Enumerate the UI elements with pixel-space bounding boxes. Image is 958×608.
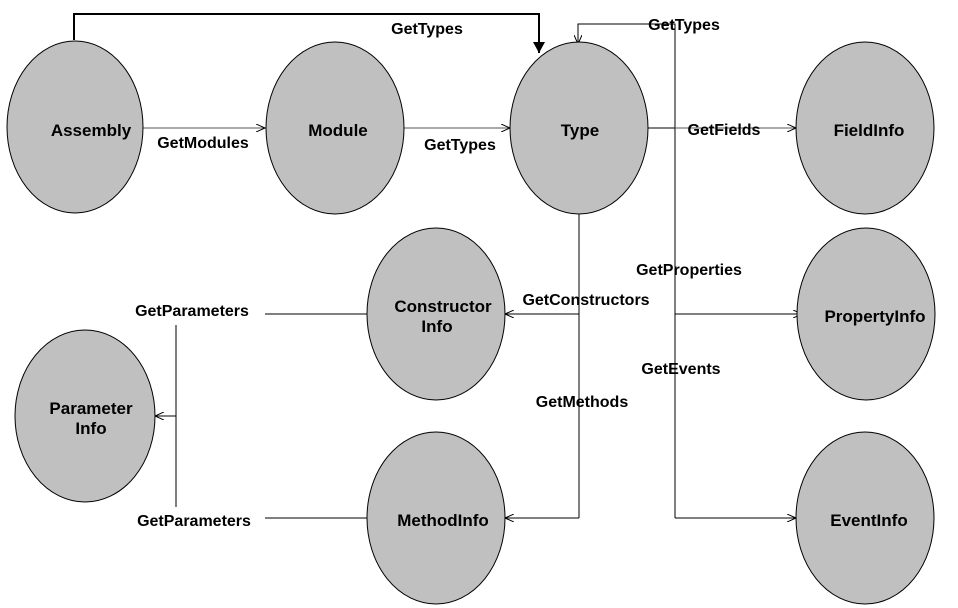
- node-methodinfo-label: MethodInfo: [397, 511, 489, 530]
- node-methodinfo[interactable]: MethodInfo: [366, 431, 506, 605]
- edge-assembly-gettypes: [73, 13, 545, 53]
- label-getmodules: GetModules: [157, 135, 249, 152]
- label-gettypes-nested: GetTypes: [648, 17, 720, 34]
- node-eventinfo[interactable]: EventInfo: [795, 431, 935, 605]
- node-fieldinfo[interactable]: FieldInfo: [795, 41, 935, 215]
- label-getproperties: GetProperties: [636, 262, 742, 279]
- node-propertyinfo-label: PropertyInfo: [824, 307, 925, 326]
- label-gettypes-module: GetTypes: [424, 137, 496, 154]
- label-getevents: GetEvents: [641, 361, 720, 378]
- label-getparameters-constructor: GetParameters: [135, 303, 249, 320]
- node-fieldinfo-label: FieldInfo: [834, 121, 905, 140]
- node-constructorinfo[interactable]: Constructor Info: [366, 227, 506, 401]
- label-getmethods: GetMethods: [536, 394, 629, 411]
- node-assembly[interactable]: Assembly: [6, 40, 144, 214]
- node-parameterinfo-label-line2: Info: [75, 419, 106, 438]
- node-module[interactable]: Module: [265, 41, 405, 215]
- node-type-label: Type: [561, 121, 599, 140]
- node-constructorinfo-label-line1: Constructor: [394, 297, 492, 316]
- node-type[interactable]: Type: [509, 41, 649, 215]
- node-parameterinfo[interactable]: Parameter Info: [14, 329, 156, 503]
- label-getconstructors: GetConstructors: [522, 292, 649, 309]
- node-module-label: Module: [308, 121, 368, 140]
- node-assembly-label: Assembly: [51, 121, 132, 140]
- node-propertyinfo[interactable]: PropertyInfo: [796, 227, 936, 401]
- node-eventinfo-label: EventInfo: [830, 511, 907, 530]
- label-getfields: GetFields: [688, 122, 761, 139]
- node-parameterinfo-label-line1: Parameter: [49, 399, 133, 418]
- edge-nested-gettypes: [578, 23, 676, 44]
- node-constructorinfo-label-line2: Info: [421, 317, 452, 336]
- label-gettypes-assembly: GetTypes: [391, 21, 463, 38]
- label-getparameters-method: GetParameters: [137, 513, 251, 530]
